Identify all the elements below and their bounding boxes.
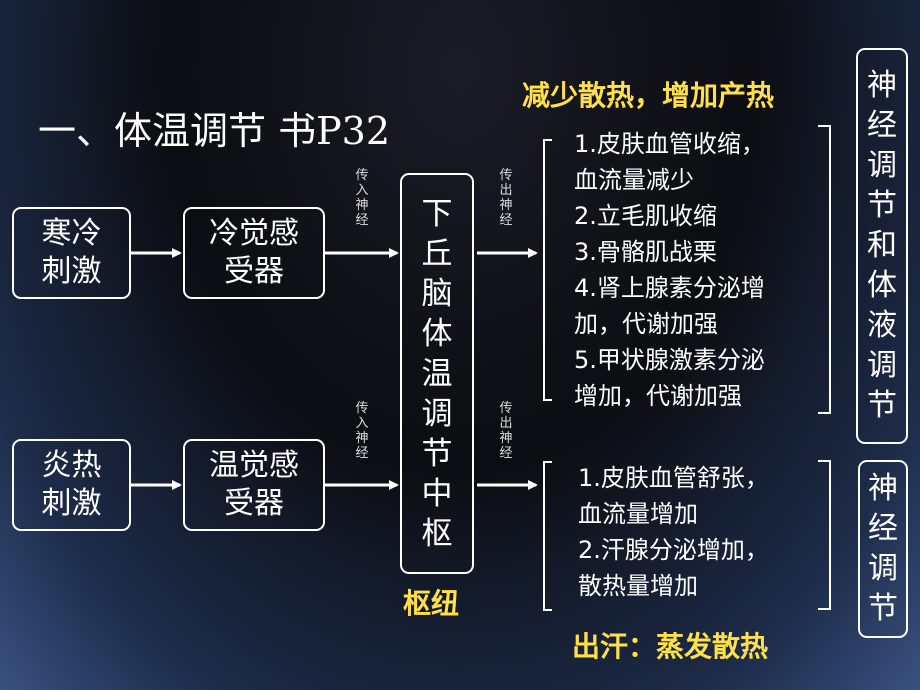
center-char: 体 [421, 315, 453, 352]
regulation-char: 调 [868, 551, 898, 586]
hot-efferent-char: 神 [499, 431, 513, 446]
hot-receptor-line-2: 受器 [224, 486, 284, 521]
cold-response-line: 3.骨骼肌战栗 [574, 238, 717, 266]
cold-receptor-line-2: 受器 [224, 254, 284, 289]
cold-stimulus-line-1: 寒冷 [41, 216, 102, 251]
regulation-char: 神 [868, 471, 898, 506]
cold-efferent-char: 出 [499, 183, 513, 198]
hot-efferent-nerve-label: 传 出 神 经 [499, 401, 513, 461]
slide-title: 一、体温调节 书P32 [38, 109, 391, 153]
hot-response-line: 1.皮肤血管舒张， [578, 464, 769, 492]
neuro-humoral-regulation-box: 神 经 调 节 和 体 液 调 节 [856, 48, 908, 444]
regulation-char: 和 [867, 228, 897, 263]
cold-afferent-char: 传 [355, 168, 369, 183]
center-char: 节 [421, 435, 453, 472]
cold-response-line: 增加，代谢加强 [574, 382, 742, 410]
hot-receptor-box: 温觉感受器 [183, 439, 325, 531]
cold-response-line: 血流量减少 [574, 166, 694, 194]
hypothalamus-center-box: 下 丘 脑 体 温 调 节 中 枢 [400, 173, 474, 574]
center-char: 枢 [421, 515, 453, 552]
regulation-char: 体 [867, 268, 897, 303]
hot-response-line: 2.汗腺分泌增加， [578, 536, 769, 564]
cold-response-list: 1.皮肤血管收缩， 血流量减少 2.立毛肌收缩 3.骨骼肌战栗 4.肾上腺素分泌… [574, 126, 765, 414]
cold-efferent-char: 神 [499, 198, 513, 213]
cold-afferent-char: 经 [355, 213, 369, 228]
hot-effect-footer: 出汗：蒸发散热 [572, 630, 769, 663]
hot-response-line: 散热量增加 [578, 572, 698, 600]
hot-efferent-char: 经 [499, 446, 513, 461]
center-char: 丘 [421, 235, 453, 272]
center-char: 温 [421, 355, 453, 392]
hot-efferent-char: 出 [499, 416, 513, 431]
cold-efferent-nerve-label: 传 出 神 经 [499, 168, 513, 228]
regulation-char: 节 [868, 591, 898, 626]
cold-stimulus-line-2: 刺激 [41, 254, 102, 289]
center-char: 脑 [421, 275, 453, 312]
cold-efferent-char: 经 [499, 213, 513, 228]
hot-afferent-char: 传 [355, 401, 369, 416]
hot-afferent-char: 经 [355, 446, 369, 461]
cold-afferent-char: 神 [355, 198, 369, 213]
hot-left-bracket [543, 461, 552, 611]
regulation-char: 调 [867, 148, 897, 183]
hot-afferent-char: 入 [355, 416, 369, 431]
cold-receptor-line-1: 冷觉感 [209, 216, 299, 251]
hot-receptor-line-1: 温觉感 [209, 448, 299, 483]
hot-afferent-char: 神 [355, 431, 369, 446]
regulation-char: 经 [867, 108, 897, 143]
hub-label: 枢纽 [403, 587, 460, 620]
center-char: 中 [421, 475, 453, 512]
hot-afferent-nerve-label: 传 入 神 经 [355, 401, 369, 461]
regulation-char: 液 [867, 308, 897, 343]
regulation-char: 调 [867, 348, 897, 383]
cold-response-line: 2.立毛肌收缩 [574, 202, 717, 230]
hot-stimulus-box: 炎热刺激 [12, 439, 131, 531]
cold-response-line: 5.甲状腺激素分泌 [574, 346, 765, 374]
hot-efferent-char: 传 [499, 401, 513, 416]
hot-stimulus-line-1: 炎热 [41, 448, 102, 483]
center-char: 调 [421, 395, 453, 432]
neural-regulation-box: 神 经 调 节 [858, 460, 908, 638]
hot-right-bracket [818, 460, 831, 610]
regulation-char: 节 [867, 388, 897, 423]
cold-response-line: 加，代谢加强 [574, 310, 718, 338]
regulation-char: 节 [867, 188, 897, 223]
hot-response-list: 1.皮肤血管舒张， 血流量增加 2.汗腺分泌增加， 散热量增加 [578, 460, 769, 604]
cold-effect-heading: 减少散热，增加产热 [522, 79, 775, 112]
cold-afferent-nerve-label: 传 入 神 经 [355, 168, 369, 228]
cold-right-bracket [818, 125, 831, 414]
cold-stimulus-box: 寒冷刺激 [12, 207, 131, 299]
hot-stimulus-line-2: 刺激 [41, 486, 102, 521]
regulation-char: 经 [868, 511, 898, 546]
hot-response-line: 血流量增加 [578, 500, 698, 528]
cold-response-line: 4.肾上腺素分泌增 [574, 274, 765, 302]
cold-afferent-char: 入 [355, 183, 369, 198]
cold-response-line: 1.皮肤血管收缩， [574, 130, 765, 158]
cold-receptor-box: 冷觉感受器 [183, 207, 325, 299]
cold-left-bracket [543, 139, 552, 401]
cold-efferent-char: 传 [499, 168, 513, 183]
center-char: 下 [421, 195, 453, 232]
regulation-char: 神 [867, 68, 897, 103]
